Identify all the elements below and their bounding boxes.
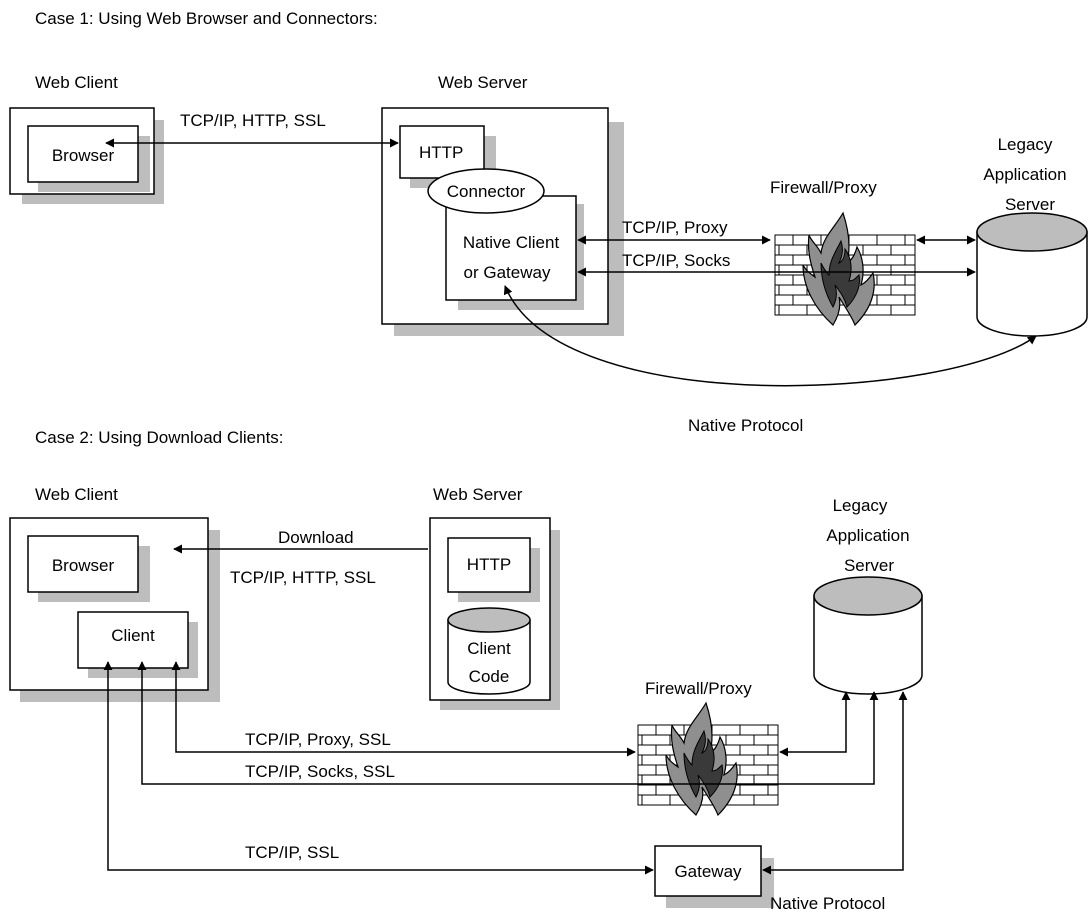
case2-link-socks-ssl: TCP/IP, Socks, SSL: [245, 762, 395, 781]
case1-web-server-title: Web Server: [438, 73, 528, 92]
case2-browser-box: Browser: [27, 535, 150, 602]
case2-gateway-label: Gateway: [674, 862, 742, 881]
case2-link-ssl: TCP/IP, SSL: [245, 843, 339, 862]
case1-http-label: HTTP: [419, 143, 463, 162]
case1-legacy-line2: Application: [983, 165, 1066, 184]
case1-firewall-label: Firewall/Proxy: [770, 178, 877, 197]
case2-arrow-firewall-legacy: [779, 691, 851, 757]
case1-firewall-icon: [774, 212, 916, 326]
case1-legacy-line3: Server: [1005, 195, 1055, 214]
case2-legacy-line3: Server: [844, 556, 894, 575]
case1-legacy-line1: Legacy: [998, 135, 1053, 154]
case2-client-code-line1: Client: [467, 639, 511, 658]
case2-client-code-cylinder: Client Code: [447, 607, 531, 695]
case2-gateway-box: Gateway: [654, 845, 774, 908]
case2-arrow-gateway-legacy: [762, 691, 908, 875]
case1-heading: Case 1: Using Web Browser and Connectors…: [35, 9, 378, 28]
case2-native-protocol-label: Native Protocol: [770, 894, 885, 913]
case2-link-proxy-ssl: TCP/IP, Proxy, SSL: [245, 730, 391, 749]
case2-legacy-server-cylinder: [813, 576, 923, 695]
case2-download-protocol: TCP/IP, HTTP, SSL: [230, 568, 376, 587]
case2-legacy-line1: Legacy: [833, 496, 888, 515]
case1-arrow-native-protocol: [503, 285, 1037, 387]
case1-link-socks: TCP/IP, Socks: [622, 251, 730, 270]
case1-native-protocol-label: Native Protocol: [688, 416, 803, 435]
case1-native-client-box: Native Client or Gateway: [445, 195, 584, 310]
case2-download-label: Download: [278, 528, 354, 547]
case1-section: Case 1: Using Web Browser and Connectors…: [9, 9, 1088, 435]
case2-client-box: Client: [77, 611, 198, 678]
case2-arrow-ssl: [103, 661, 654, 875]
case1-legacy-server-cylinder: [976, 212, 1088, 337]
case2-http-box: HTTP: [447, 537, 540, 602]
case2-browser-label: Browser: [52, 556, 115, 575]
case2-heading: Case 2: Using Download Clients:: [35, 428, 284, 447]
case2-legacy-line2: Application: [826, 526, 909, 545]
case2-web-server-title: Web Server: [433, 485, 523, 504]
case2-section: Case 2: Using Download Clients: Web Clie…: [9, 428, 923, 913]
case2-firewall-label: Firewall/Proxy: [645, 679, 752, 698]
case1-native-client-line1: Native Client: [463, 233, 560, 252]
case2-http-label: HTTP: [467, 555, 511, 574]
case1-connector-ellipse: Connector: [427, 168, 545, 214]
case1-web-client-title: Web Client: [35, 73, 118, 92]
case1-browser-label: Browser: [52, 146, 115, 165]
case2-web-client-title: Web Client: [35, 485, 118, 504]
case1-link-browser-http: TCP/IP, HTTP, SSL: [180, 111, 326, 130]
case1-link-proxy: TCP/IP, Proxy: [622, 218, 728, 237]
case2-firewall-icon: [637, 702, 779, 816]
case1-native-client-line2: or Gateway: [464, 263, 551, 282]
case2-client-code-line2: Code: [469, 667, 510, 686]
case1-connector-label: Connector: [447, 182, 526, 201]
case1-browser-box: Browser: [27, 125, 150, 192]
case2-client-label: Client: [111, 626, 155, 645]
